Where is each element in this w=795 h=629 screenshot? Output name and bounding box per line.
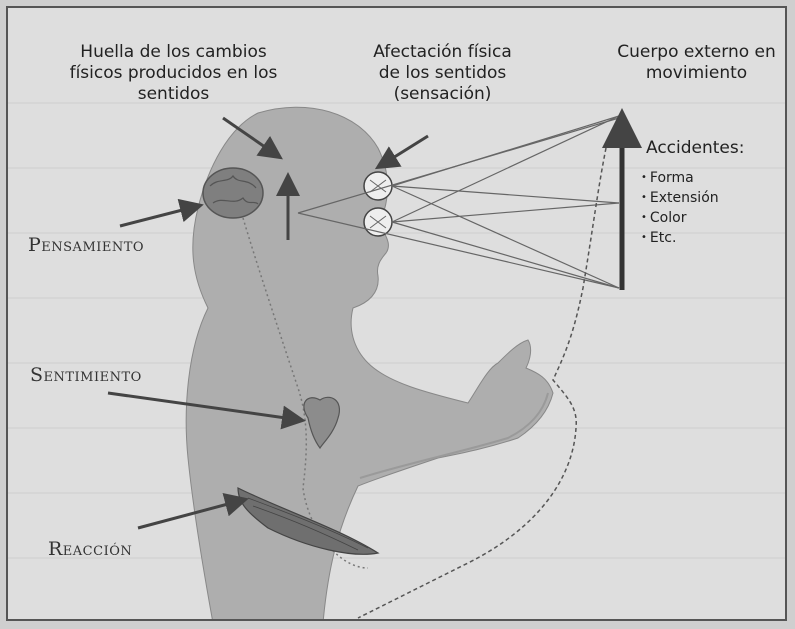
arrow-pensamiento [119,198,204,228]
label-afectacion: Afectación física de los sentidos (sensa… [373,42,512,104]
motion-path [357,147,607,619]
arrow-afectacion [374,134,429,170]
muscle-icon [237,487,380,555]
caption-sentimiento: Sentimiento [30,364,142,386]
diagram-illustration [8,102,785,619]
diagram-frame: Huella de los cambios físicos producidos… [6,6,787,621]
light-rays [297,115,620,289]
accidentes-item: •Color [641,210,687,226]
arrow-reaccion [137,493,249,530]
label-huella: Huella de los cambios físicos producidos… [69,42,278,104]
caption-pensamiento: Pensamiento [28,234,145,256]
accidentes-title: Accidentes: [646,138,745,158]
label-cuerpo: Cuerpo externo en movimiento [617,42,776,83]
heart-icon [303,396,340,450]
accidentes-item: •Etc. [641,230,677,246]
caption-reaccion: Reacción [48,538,133,560]
arrow-huella [222,116,283,160]
brain-icon [202,167,264,219]
accidentes-item: •Extensión [641,190,719,206]
arrow-sentimiento [107,391,306,430]
accidentes-list: •Forma •Extensión •Color •Etc. [641,168,719,248]
arm [359,392,549,479]
accidentes-item: •Forma [641,170,694,186]
human-silhouette [185,106,554,619]
